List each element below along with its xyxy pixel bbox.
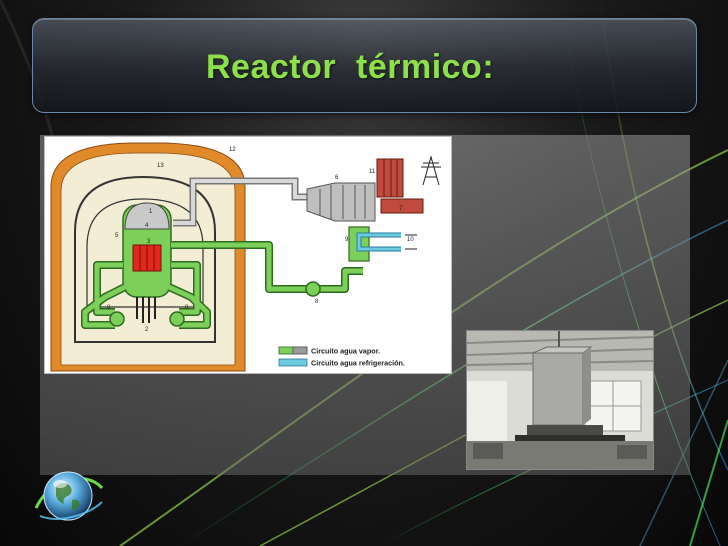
label-8c: 8 — [315, 299, 319, 305]
reactor-diagram: 12 13 1 3 4 5 6 7 8 8 8 9 10 11 2 Circui — [44, 136, 452, 374]
label-8a: 8 — [107, 305, 111, 311]
vessel-dome — [124, 202, 170, 230]
reactor-shield-box — [532, 352, 584, 426]
label-5: 5 — [115, 233, 119, 239]
legend: Circuito agua vapor. Circuito agua refri… — [278, 347, 405, 368]
control-rods — [136, 297, 156, 323]
label-10: 10 — [407, 237, 414, 243]
label-4: 4 — [145, 223, 149, 229]
label-13: 13 — [157, 163, 164, 169]
slide-title: Reactor térmico: — [206, 48, 495, 86]
label-2: 2 — [145, 327, 149, 333]
pump-left — [109, 311, 125, 327]
label-3: 3 — [147, 239, 151, 245]
legend-steam-label: Circuito agua vapor. — [311, 347, 380, 356]
reactor-photo — [466, 330, 654, 470]
turbine — [306, 182, 376, 222]
label-11: 11 — [369, 169, 376, 175]
label-9: 9 — [345, 237, 349, 243]
globe-logo-icon — [34, 471, 104, 521]
transformer — [380, 198, 424, 214]
legend-swatch-cooling — [278, 358, 308, 367]
pump-right — [169, 311, 185, 327]
label-6: 6 — [335, 175, 339, 181]
label-8b: 8 — [185, 305, 189, 311]
power-pylon — [421, 155, 441, 186]
label-7: 7 — [399, 206, 403, 212]
biological-shield — [74, 175, 216, 343]
feedwater-pump — [305, 281, 321, 297]
label-12: 12 — [229, 147, 236, 153]
shield-inner — [86, 198, 204, 308]
legend-cooling-label: Circuito agua refrigeración. — [311, 359, 405, 368]
title-box — [32, 18, 697, 113]
generator — [376, 158, 404, 198]
label-1: 1 — [149, 209, 153, 215]
